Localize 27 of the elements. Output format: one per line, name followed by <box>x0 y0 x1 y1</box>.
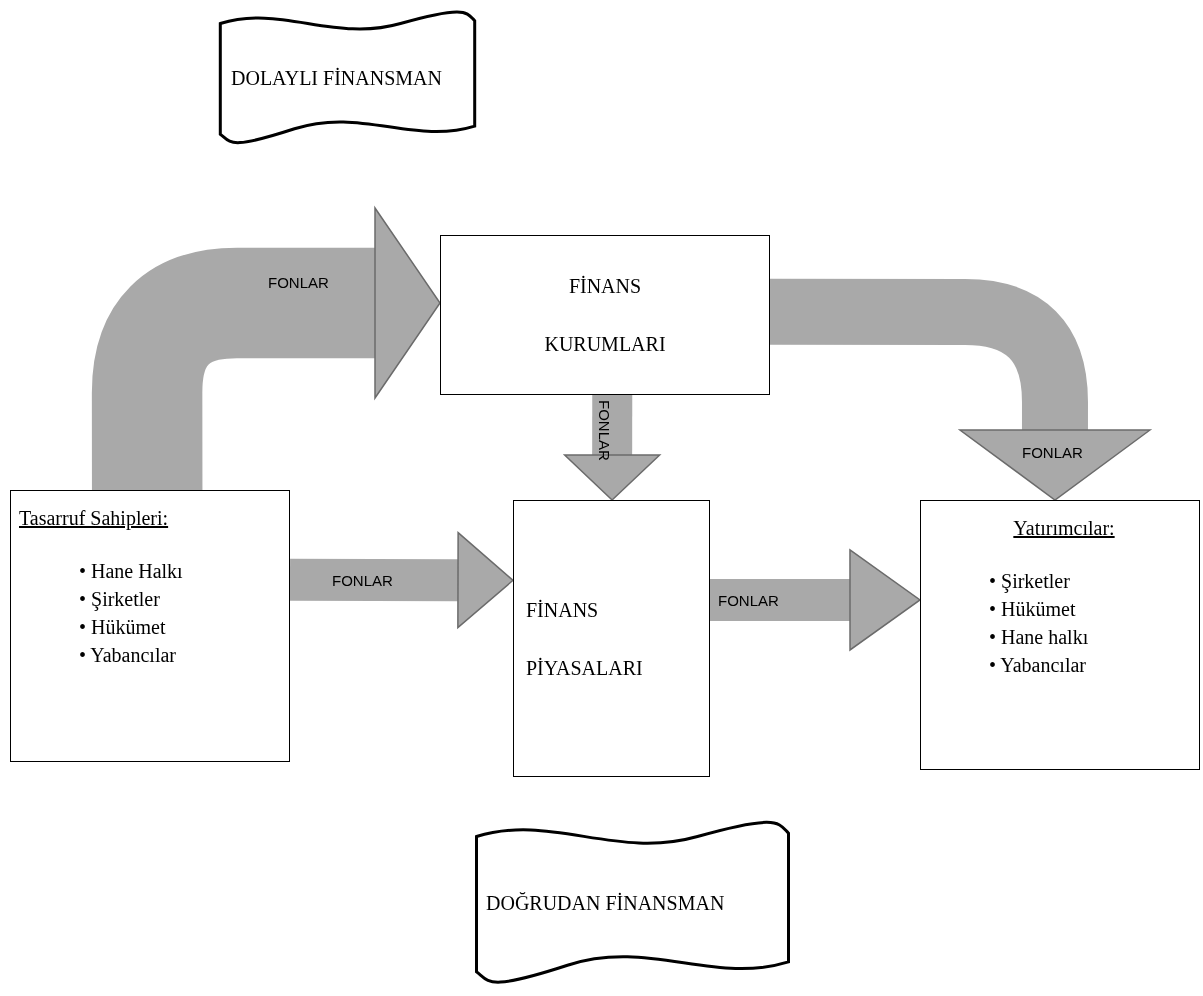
block-arrow <box>710 549 921 651</box>
banner-text: DOLAYLI FİNANSMAN <box>230 65 442 91</box>
heading: Yatırımcılar: <box>1013 517 1115 539</box>
list-item: • Yabancılar <box>79 643 176 668</box>
list-item: • Hane halkı <box>989 625 1089 650</box>
edge-label: FONLAR <box>1022 443 1083 463</box>
edge-label: FONLAR <box>268 273 329 293</box>
text-box <box>440 235 770 395</box>
box-text: FİNANS PİYASALARI <box>526 597 644 681</box>
heading: Tasarruf Sahipleri: <box>19 507 169 529</box>
box-text: FİNANS KURUMLARI <box>543 274 667 357</box>
block-arrow <box>91 207 441 490</box>
edge-label: FONLAR <box>594 400 614 461</box>
text-box <box>513 500 710 777</box>
list-item: • Hükümet <box>989 597 1076 622</box>
block-arrow <box>770 278 1151 501</box>
edge-label: FONLAR <box>718 591 779 611</box>
list-box <box>10 490 290 762</box>
list-item: • Şirketler <box>989 569 1070 595</box>
list-item: • Hane Halkı <box>79 559 183 584</box>
edge-label: FONLAR <box>332 571 393 591</box>
list-box <box>920 500 1200 770</box>
block-arrow <box>563 395 661 501</box>
list-item: • Yabancılar <box>989 653 1086 678</box>
banner-text: DOĞRUDAN FİNANSMAN <box>485 890 725 916</box>
list-item: • Hükümet <box>79 615 166 640</box>
list-item: • Şirketler <box>79 587 160 613</box>
